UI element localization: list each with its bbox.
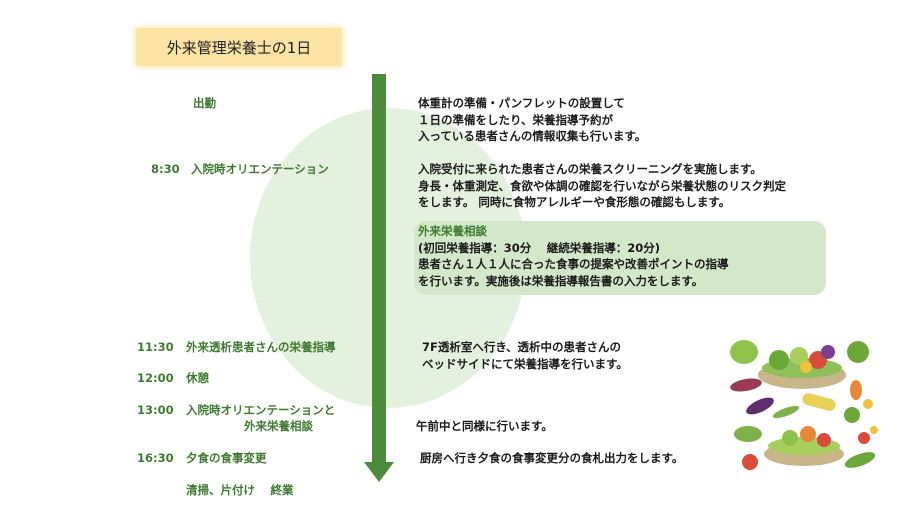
- time-orientation: 8:30: [151, 162, 180, 176]
- time-break: 12:00: [137, 371, 174, 385]
- time-label-end: 清掃、片付け 終業: [186, 483, 294, 497]
- time-label-afternoon: 入院時オリエンテーションと: [186, 403, 336, 417]
- desc-afternoon: 午前中と同様に行います。: [416, 419, 553, 433]
- timeline-arrow: [372, 74, 386, 466]
- desc-consult: 外来栄養相談 (初回栄養指導：30分 継続栄養指導：20分) 患者さん１人１人に…: [418, 224, 729, 288]
- timeline-arrow-head: [364, 462, 394, 482]
- time-label-dialysis: 外来透析患者さんの栄養指導: [186, 340, 336, 354]
- time-dialysis: 11:30: [137, 340, 174, 354]
- time-afternoon: 13:00: [137, 403, 174, 417]
- time-label-break: 休憩: [186, 371, 209, 385]
- page-title: 外来管理栄養士の1日: [136, 28, 342, 66]
- time-label-dinner: 夕食の食事変更: [186, 451, 267, 465]
- consult-title: 外来栄養相談: [418, 224, 487, 238]
- consult-subtitle: (初回栄養指導：30分 継続栄養指導：20分): [418, 240, 661, 255]
- consult-highlight-box: [414, 221, 826, 295]
- desc-arrival: 体重計の準備・パンフレットの設置して １日の準備をしたり、栄養指導予約が 入って…: [418, 96, 647, 143]
- time-label-afternoon-2: 外来栄養相談: [244, 419, 313, 433]
- desc-dinner: 厨房へ行き夕食の食事変更分の食札出力をします。: [420, 451, 684, 465]
- desc-orientation: 入院受付に来られた患者さんの栄養スクリーニングを実施します。 身長・体重測定、食…: [418, 162, 786, 209]
- desc-dialysis: 7F透析室へ行き、透析中の患者さんの ベッドサイドにて栄養指導を行います。: [422, 340, 628, 371]
- time-label-orientation: 入院時オリエンテーション: [191, 162, 329, 176]
- time-dinner: 16:30: [137, 451, 174, 465]
- time-label-arrival: 出勤: [193, 96, 216, 110]
- vegetables-illustration: [730, 340, 878, 470]
